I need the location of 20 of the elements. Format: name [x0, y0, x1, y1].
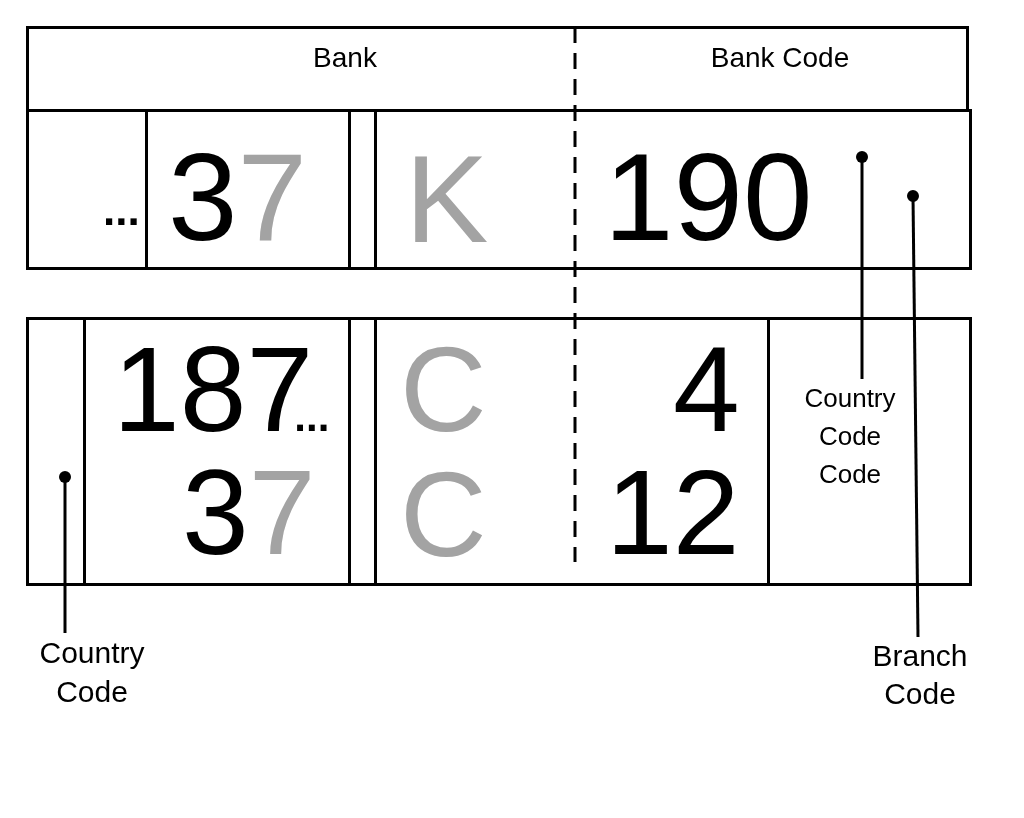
code-digits: 37 — [182, 452, 316, 572]
leader-line — [59, 471, 71, 633]
code-digits: 37 — [168, 134, 308, 259]
code-letter: C — [400, 329, 487, 449]
column-heading: Bank Code — [709, 44, 851, 72]
code-digits: 4 — [673, 329, 740, 449]
leader-line — [856, 151, 868, 379]
code-digits: 12 — [606, 452, 740, 572]
column-heading: Bank — [312, 44, 378, 72]
table-row — [26, 317, 972, 586]
code-digits: 190 — [604, 134, 813, 259]
leader-line — [907, 190, 920, 637]
callout-label: Branch Code — [855, 637, 985, 713]
code-letter: C — [400, 454, 487, 574]
ellipsis: ... — [103, 188, 140, 232]
code-letter: K — [405, 136, 489, 261]
header-band — [26, 26, 969, 112]
field-label: Country Code Code — [790, 379, 910, 493]
callout-label: Country Code — [22, 633, 162, 711]
table-row — [26, 109, 972, 270]
